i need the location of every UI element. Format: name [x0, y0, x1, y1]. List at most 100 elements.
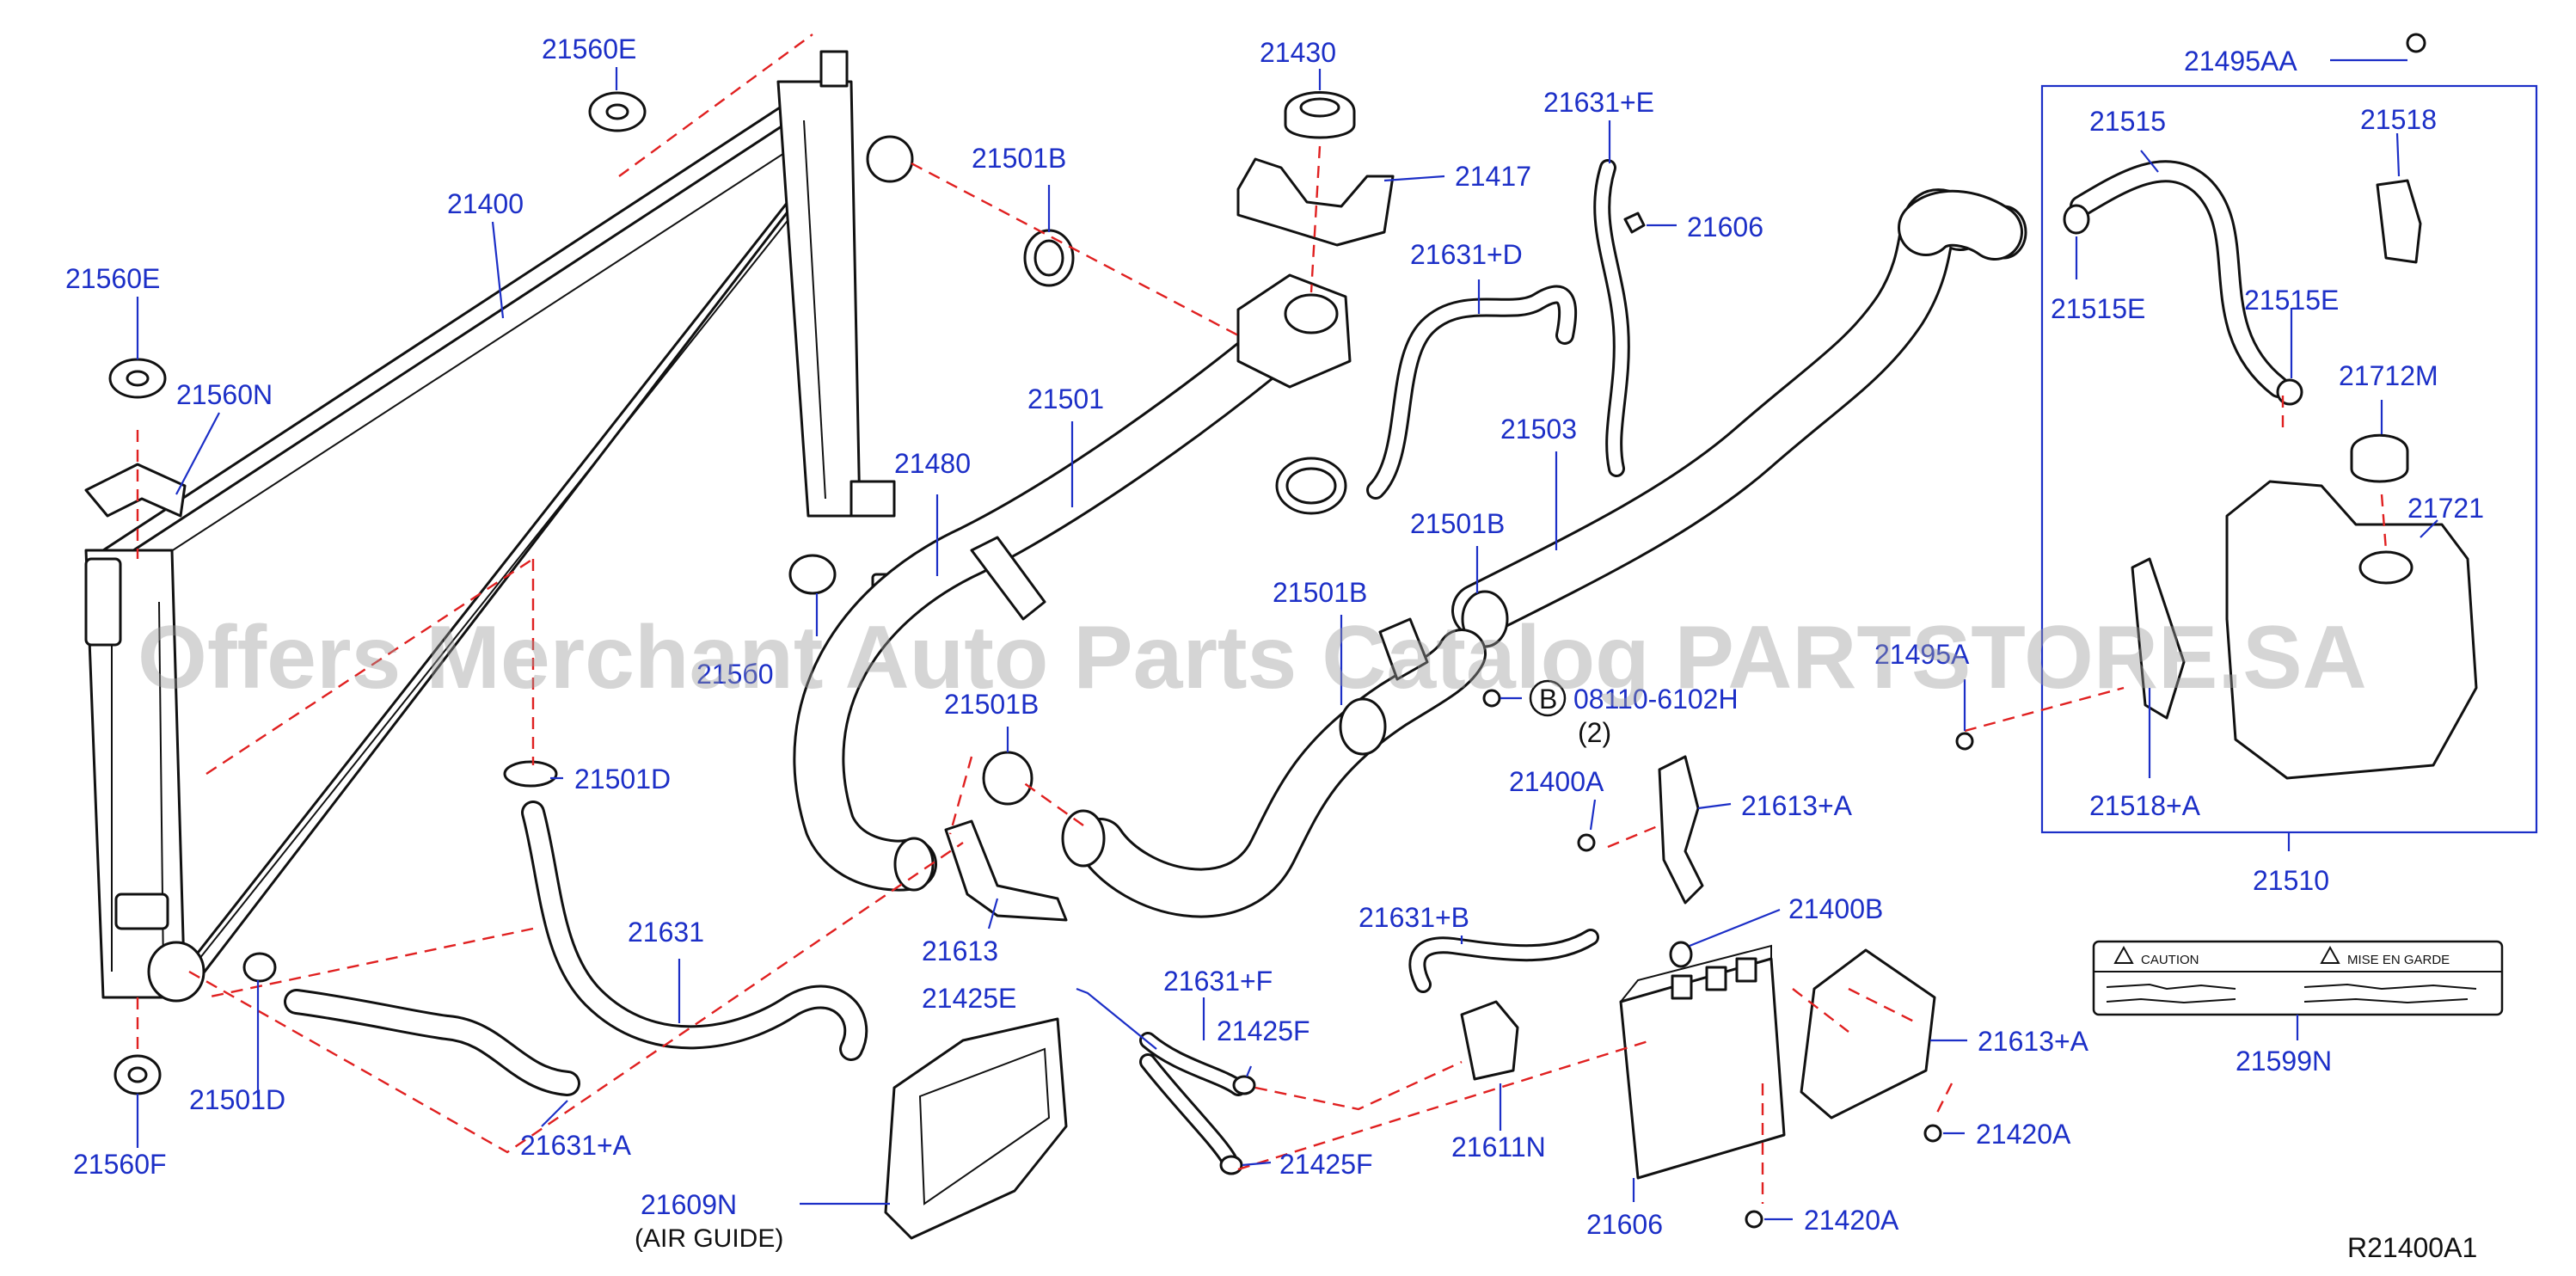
bolt-21420A-a [1923, 1124, 1942, 1143]
callout-21611N: 21611N [1451, 1132, 1546, 1163]
hose-21631E [1593, 159, 1630, 477]
callout-21560-mid: 215б0 [696, 659, 774, 690]
callout-21495AA: 21495AA [2184, 46, 2297, 77]
bolt-21400B [1669, 941, 1693, 968]
bolt-21495AA [2406, 33, 2426, 53]
callout-21518: 21518 [2360, 104, 2437, 135]
callout-21515: 21515 [2089, 106, 2166, 137]
cap-21712M [2350, 433, 2409, 483]
hose-21631A [284, 989, 580, 1096]
bracket-21613 [944, 819, 1068, 922]
clamp-21501D-bottom [242, 952, 277, 983]
callout-21712M: 21712M [2339, 360, 2438, 391]
callout-21501B-top: 21501B [972, 143, 1066, 174]
caution-left-title: CAUTION [2141, 953, 2199, 967]
dashed-leaders [136, 34, 2388, 1204]
clamp-21501B-lower [1339, 697, 1387, 756]
callout-21501D-top: 21501D [574, 764, 671, 794]
canister-21606 [1619, 944, 1786, 1180]
callout-21501B-lower: 21501B [1273, 577, 1367, 608]
clamp-21425F-a [1232, 1075, 1256, 1095]
clip-21606-top [1623, 212, 1646, 234]
hose-bracket-21501 [970, 536, 1046, 621]
callout-21501: 21501 [1027, 383, 1104, 414]
callout-21560F: 21560F [73, 1149, 167, 1180]
callout-21609N: 21609N [641, 1189, 737, 1220]
callout-21560E-top: 21560E [542, 34, 636, 64]
insulator-21560F [113, 1054, 162, 1095]
callout-21425F-bottom: 21425F [1279, 1149, 1373, 1180]
note-air-guide: (AIR GUIDE) [635, 1224, 783, 1253]
bracket-21613A-upper [1658, 755, 1704, 905]
mount-21560-mid [788, 554, 837, 595]
bracket-21560N [84, 463, 187, 518]
diagram-reference: R21400A1 [2347, 1232, 2477, 1263]
upper-hose-21501 [793, 314, 1307, 892]
callout-21599N: 21599N [2236, 1046, 2332, 1077]
bolt-marker-circle [1529, 679, 1567, 717]
filler-neck-21501 [1236, 273, 1352, 389]
callout-21417: 21417 [1455, 161, 1531, 192]
insulator-21560E-top [588, 91, 647, 132]
hose-21631 [521, 801, 868, 1061]
hose-21631D [1366, 285, 1578, 500]
radiator-21400 [84, 50, 914, 1003]
callout-21425E: 21425E [922, 983, 1016, 1014]
callout-21613A-bottom: 21613+A [1978, 1026, 2089, 1057]
callout-21501B-mid: 21501B [1410, 508, 1505, 539]
callout-21495A: 21495A [1874, 639, 1970, 670]
clamp-21501-free [1275, 457, 1347, 515]
callout-21631F: 21631+F [1163, 966, 1273, 997]
callout-21420A-bottom: 21420A [1804, 1205, 1899, 1236]
lower-hose-21503 [1451, 188, 2027, 638]
callout-21503: 21503 [1500, 414, 1577, 445]
bolt-21400A [1577, 833, 1596, 852]
bolt-marker-qty: (2) [1578, 717, 1611, 748]
bracket-21613A-lower [1800, 948, 1936, 1120]
callout-21606-top: 21606 [1687, 212, 1763, 242]
callout-21560E-left: 21560E [65, 263, 160, 294]
callout-21515E-left: 21515E [2051, 293, 2145, 324]
air-guide-21609N [884, 1017, 1068, 1240]
bracket-lower-hose [1378, 617, 1429, 681]
lower-hose-connector [1076, 629, 1487, 918]
callout-21510: 21510 [2253, 865, 2329, 896]
callout-21420A-top: 21420A [1976, 1119, 2071, 1150]
bolt-marker-letter: B [1539, 684, 1557, 715]
reservoir-tank-21721 [2225, 480, 2478, 780]
clamp-21515E-a [2063, 204, 2090, 235]
callout-21613: 21613 [922, 936, 998, 966]
hose-21631B [1408, 929, 1599, 993]
callout-21400: 21400 [447, 188, 524, 219]
callout-21425F-top: 21425F [1217, 1015, 1310, 1046]
callout-08110-6102H: 08110-6102H [1573, 684, 1739, 715]
callout-21400A: 21400A [1509, 766, 1604, 797]
callout-21631B: 21631+B [1359, 902, 1469, 933]
clamp-21515E-b [2276, 378, 2303, 406]
callout-21400B: 21400B [1788, 893, 1883, 924]
caution-label-21599N: CAUTION MISE EN GARDE [2092, 940, 2504, 1016]
callout-21606-bottom: 21606 [1586, 1209, 1663, 1240]
hose-21515 [2070, 160, 2290, 398]
watermark: Offers Merchant Auto Parts Catalog PARTS… [138, 608, 2367, 708]
valve-21611N [1460, 1000, 1519, 1081]
callout-21430: 21430 [1260, 37, 1336, 68]
clamp-21501B-top [1023, 229, 1075, 287]
bolt-21420A-b [1745, 1210, 1763, 1229]
callout-21631A: 21631+A [520, 1130, 632, 1161]
callout-leaders [136, 58, 2438, 1221]
cap-21430 [1284, 91, 1356, 139]
bracket-21417 [1236, 157, 1395, 247]
clamp-21501D-top [503, 760, 558, 788]
clamp-21425F-b [1219, 1155, 1243, 1175]
callout-21721: 21721 [2407, 493, 2484, 524]
callout-21515E-right: 21515E [2244, 285, 2339, 316]
callout-21631E: 21631+E [1543, 87, 1654, 118]
bolt-21495A [1955, 732, 1974, 751]
callout-21501B-left: 21501B [944, 689, 1039, 720]
caution-right-title: MISE EN GARDE [2347, 953, 2450, 967]
callout-21613A-top: 21613+A [1741, 790, 1853, 821]
callouts: 21560E 21400 21560E 21560N 21480 215б0 2… [65, 34, 2484, 1263]
bolt-08110 [1482, 689, 1501, 708]
